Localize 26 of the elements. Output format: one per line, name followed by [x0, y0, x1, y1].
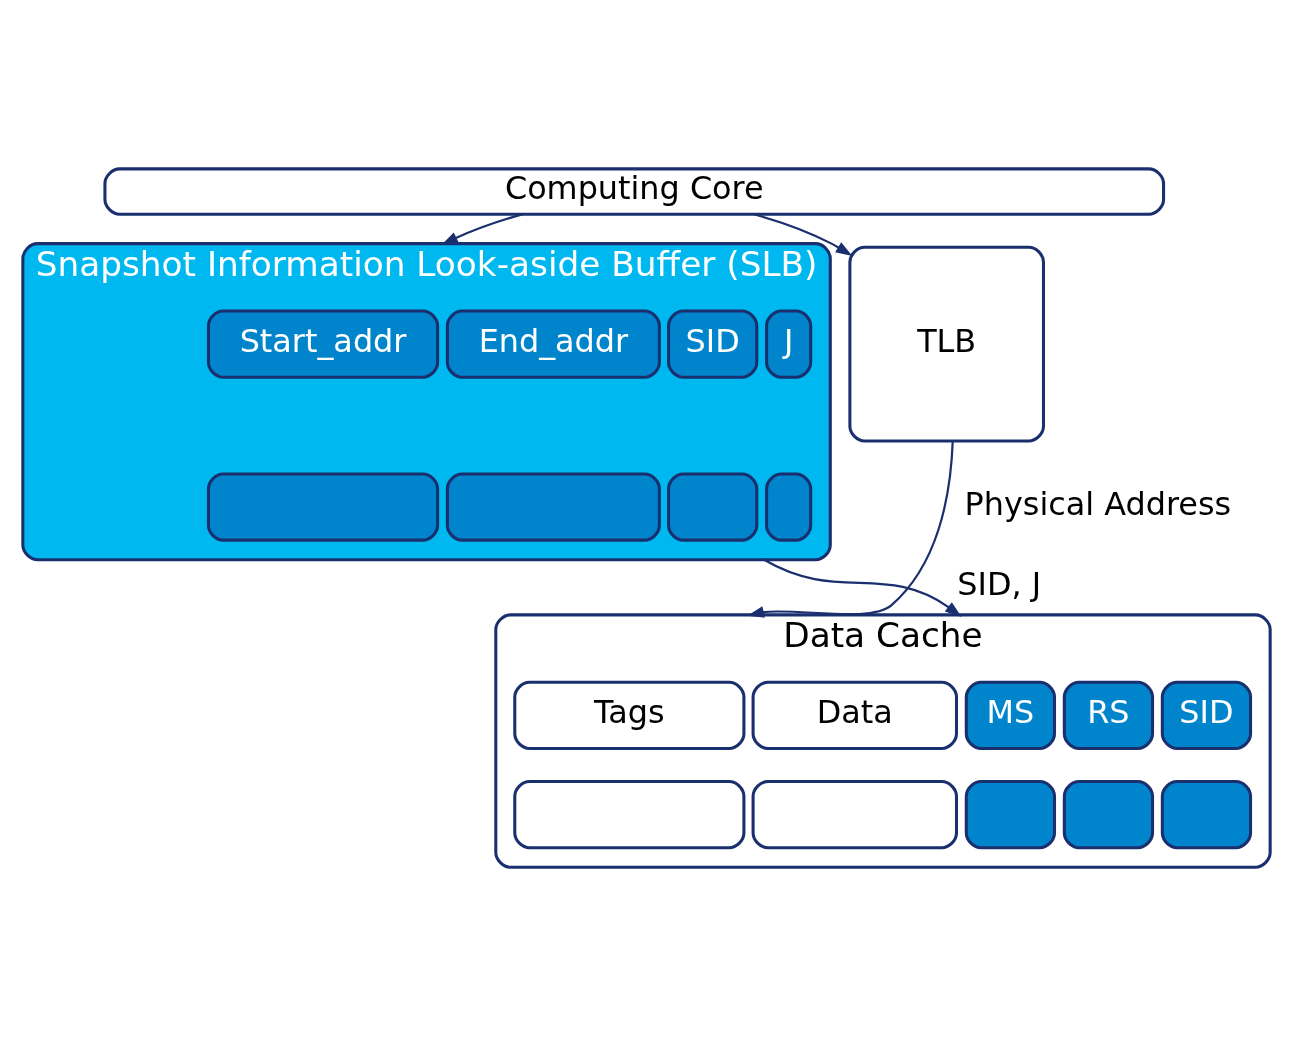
node-box: Tags [513, 680, 746, 750]
node-box: SID [667, 309, 759, 379]
node-box: RS [1062, 680, 1155, 750]
node-box [1062, 779, 1155, 849]
node-box: End_addr [445, 309, 661, 379]
node-box: SID [1160, 680, 1253, 750]
arrow [747, 440, 954, 618]
node-box: TLB [848, 245, 1045, 442]
node-box: Start_addr [206, 309, 440, 379]
edge-label: SID, J [957, 564, 1042, 603]
node-box [206, 471, 440, 542]
node-box [445, 471, 661, 542]
node-box: MS [964, 680, 1057, 750]
node-box: Computing Core [103, 166, 1166, 216]
node-box [1160, 779, 1253, 849]
node-box [751, 779, 958, 849]
node-box [964, 779, 1057, 849]
node-box: Data [751, 680, 958, 750]
arrow [763, 558, 962, 617]
node-box: J [765, 309, 813, 379]
node-box [667, 471, 759, 542]
arrow [441, 212, 523, 245]
node-box [765, 471, 813, 542]
node-box [513, 779, 746, 849]
arrow [753, 212, 853, 256]
edge-label: Physical Address [964, 484, 1232, 523]
